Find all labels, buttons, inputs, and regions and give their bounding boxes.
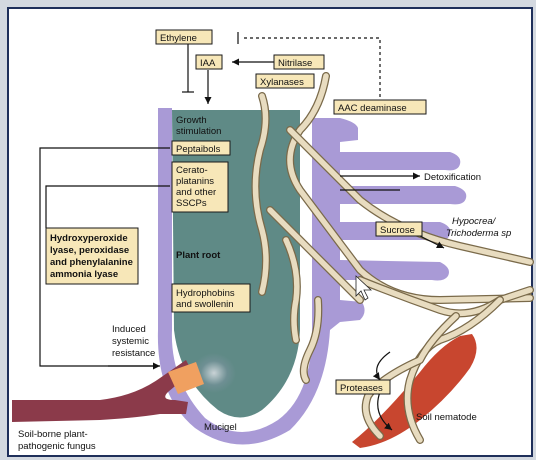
label-text: Peptaibols bbox=[176, 144, 221, 155]
label-text: Hydrophobins bbox=[176, 288, 235, 299]
label-xylanases: Xylanases bbox=[256, 74, 314, 88]
label-text: Soil-borne plant- bbox=[18, 429, 88, 440]
label-nematode: Soil nematode bbox=[416, 412, 477, 423]
label-text: Proteases bbox=[340, 383, 383, 394]
label-text: SSCPs bbox=[176, 198, 207, 209]
label-text: Mucigel bbox=[204, 422, 237, 433]
label-text: platanins bbox=[176, 176, 214, 187]
label-text: Nitrilase bbox=[278, 58, 312, 69]
label-text: and swollenin bbox=[176, 299, 234, 310]
label-text: Hydroxyperoxide bbox=[50, 233, 128, 244]
label-text: pathogenic fungus bbox=[18, 441, 96, 452]
label-mucigel: Mucigel bbox=[204, 422, 237, 433]
label-text: Sucrose bbox=[380, 225, 415, 236]
label-peptaibols: Peptaibols bbox=[172, 141, 230, 155]
label-text: resistance bbox=[112, 348, 155, 359]
label-text: Ethylene bbox=[160, 33, 197, 44]
label-text: systemic bbox=[112, 336, 149, 347]
label-text: Cerato- bbox=[176, 165, 208, 176]
label-text: lyase, peroxidase bbox=[50, 245, 129, 256]
label-text: Plant root bbox=[176, 250, 221, 261]
label-plant-root: Plant root bbox=[176, 250, 221, 261]
label-sucrose: Sucrose bbox=[376, 222, 422, 236]
label-text: Growth bbox=[176, 115, 207, 126]
label-text: Induced bbox=[112, 324, 146, 335]
label-cerato-platanins: Cerato- platanins and other SSCPs bbox=[172, 162, 228, 212]
label-text: Soil nematode bbox=[416, 412, 477, 423]
label-acc-deaminase: AAC deaminase bbox=[334, 100, 426, 114]
label-text: Trichoderma sp bbox=[446, 228, 511, 239]
label-text: Hypocrea/ bbox=[452, 216, 497, 227]
label-text: and other bbox=[176, 187, 216, 198]
label-text: stimulation bbox=[176, 126, 221, 137]
label-proteases: Proteases bbox=[336, 380, 390, 394]
label-ethylene: Ethylene bbox=[156, 30, 212, 44]
label-text: Detoxification bbox=[424, 172, 481, 183]
label-text: ammonia lyase bbox=[50, 269, 118, 280]
label-hydrophobins: Hydrophobins and swollenin bbox=[172, 284, 250, 312]
label-text: AAC deaminase bbox=[338, 103, 407, 114]
label-text: and phenylalanine bbox=[50, 257, 133, 268]
label-hydroxyperoxide: Hydroxyperoxide lyase, peroxidase and ph… bbox=[46, 228, 138, 284]
label-nitrilase: Nitrilase bbox=[274, 55, 324, 69]
label-text: IAA bbox=[200, 58, 216, 69]
label-iaa: IAA bbox=[196, 55, 222, 69]
label-detoxification: Detoxification bbox=[424, 172, 481, 183]
label-fungus: Soil-borne plant- pathogenic fungus bbox=[18, 429, 96, 452]
label-text: Xylanases bbox=[260, 77, 304, 88]
